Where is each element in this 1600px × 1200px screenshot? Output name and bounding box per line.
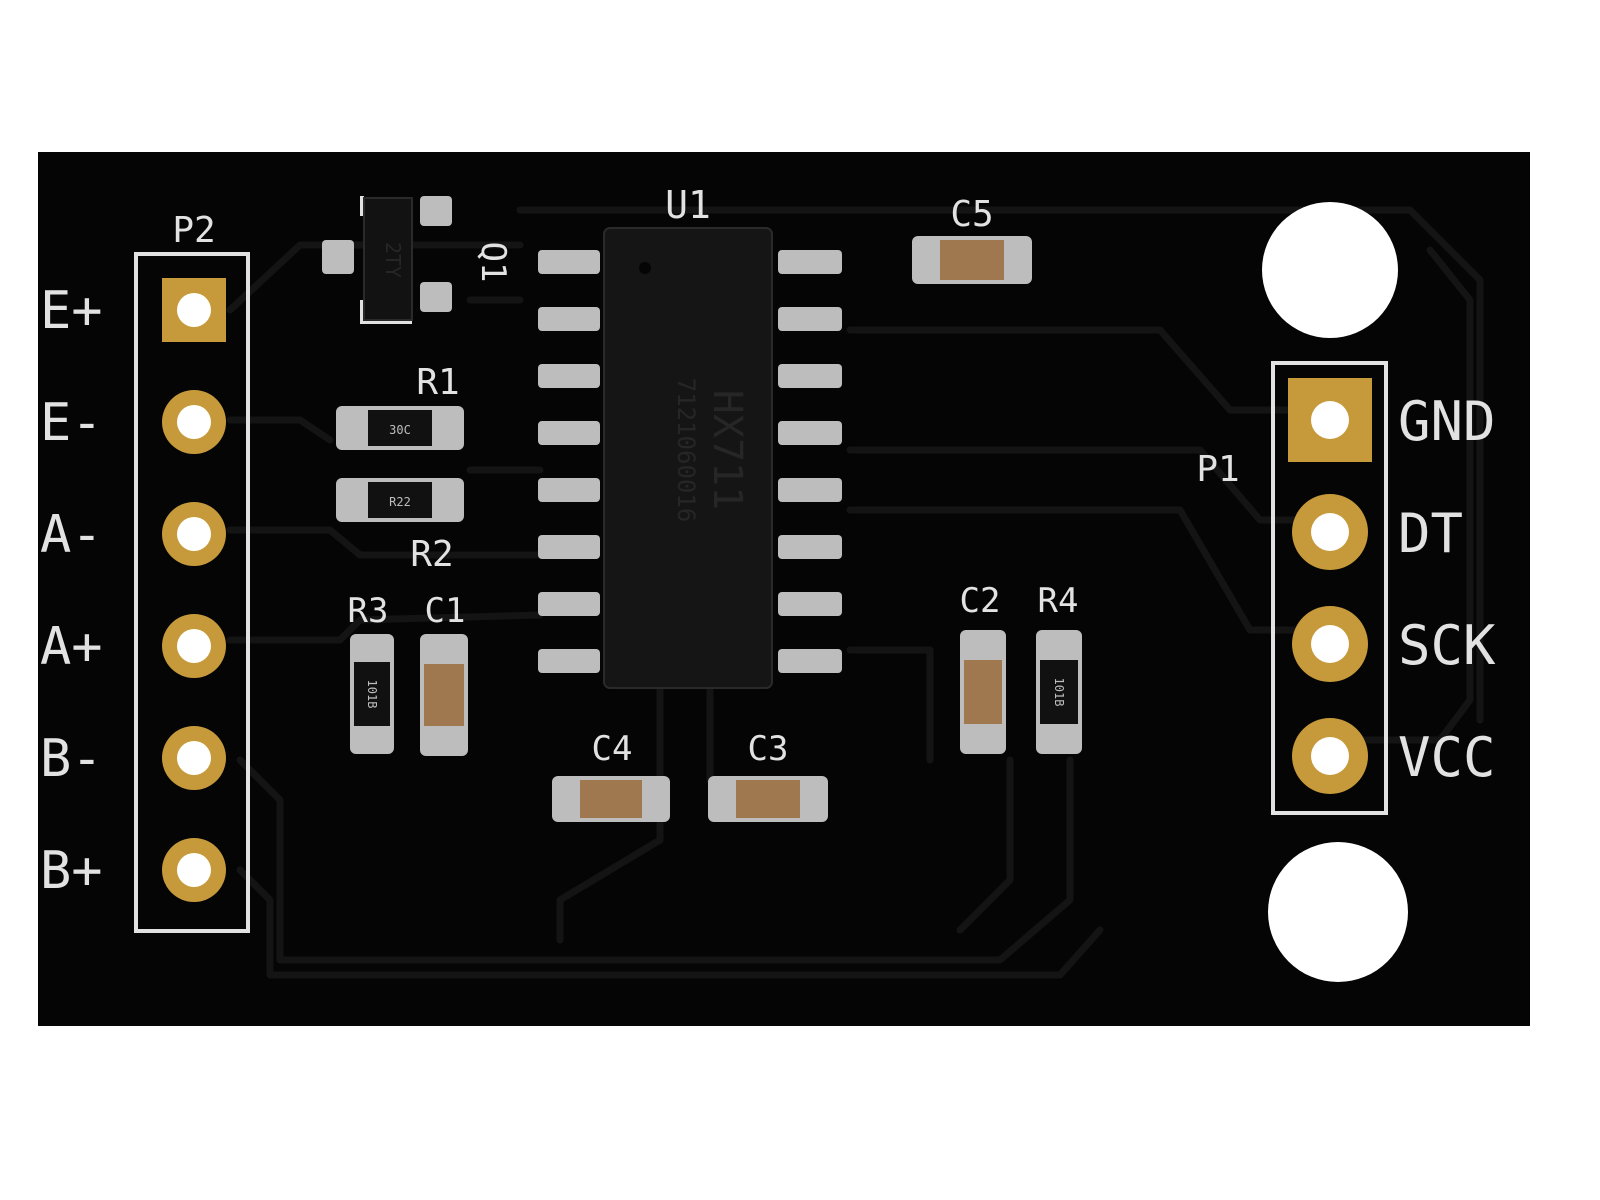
c2-ref: C2 [960, 581, 1001, 621]
r2-ref: R2 [410, 534, 453, 575]
copper-traces [226, 206, 1484, 979]
c5-ref: C5 [950, 194, 993, 235]
c4-ref: C4 [592, 729, 633, 769]
u1-chip-body [603, 227, 773, 689]
p1-pin-label: DT [1398, 502, 1463, 565]
p2-ref: P2 [172, 210, 215, 251]
p2-pad-hole [177, 405, 211, 439]
u1-pad-right [778, 535, 842, 559]
u1-pad-left [538, 364, 600, 388]
p2-silk-outline [134, 252, 250, 933]
p2-pin-label: E- [40, 393, 103, 453]
mounting-hole-top [1262, 202, 1398, 338]
q1-pad-bottom-right [420, 282, 452, 312]
u1-pad-right [778, 649, 842, 673]
q1-pad-top-right [420, 196, 452, 226]
p2-pad-hole [177, 293, 211, 327]
p2-pad-hole [177, 629, 211, 663]
p2-pin-label: E+ [40, 281, 103, 341]
u1-pad-left [538, 307, 600, 331]
p2-pad-hole [177, 741, 211, 775]
q1-silk-outline [360, 196, 412, 324]
r3-marking: 101B [365, 680, 379, 709]
r3-body [354, 662, 390, 726]
u1-pad-left [538, 421, 600, 445]
c4-body [580, 780, 642, 818]
p1-pin-label: VCC [1398, 726, 1496, 789]
u1-pad-left [538, 478, 600, 502]
mounting-hole-bottom [1268, 842, 1408, 982]
r2-body [368, 482, 432, 518]
u1-pad-right [778, 421, 842, 445]
p1-pin-label: SCK [1398, 614, 1496, 677]
c3-body [736, 780, 800, 818]
c3-ref: C3 [748, 729, 789, 769]
p1-pin-label: GND [1398, 390, 1496, 453]
q1-pad-left [322, 240, 354, 274]
r4-marking: 101B [1052, 678, 1066, 707]
p2-pin-label: A- [40, 505, 103, 565]
q1-body [363, 197, 413, 321]
p1-pad-hole [1311, 625, 1349, 663]
q1-marking: 2TY [381, 242, 405, 278]
p2-pad-hole [177, 517, 211, 551]
p1-pad-hole [1311, 513, 1349, 551]
u1-pin1-dot [639, 262, 651, 274]
p2-pin-label: B- [40, 729, 103, 789]
p1-ref: P1 [1196, 449, 1239, 490]
u1-pad-group [538, 250, 842, 673]
r3-ref: R3 [348, 591, 389, 631]
c1-ref: C1 [425, 591, 466, 631]
r4-body [1040, 660, 1078, 724]
u1-pad-left [538, 649, 600, 673]
r1-ref: R1 [416, 362, 459, 403]
p1-pin-group: GND DT SCK VCC [1288, 378, 1496, 794]
u1-pad-left [538, 592, 600, 616]
p2-pad-hole [177, 853, 211, 887]
q1-ref: Q1 [473, 242, 513, 283]
u1-pad-right [778, 364, 842, 388]
u1-pad-left [538, 535, 600, 559]
u1-pad-left [538, 250, 600, 274]
p1-silk-outline [1271, 361, 1388, 815]
u1-ref: U1 [665, 183, 711, 227]
p2-pin-group: E+ E- A- A+ B- B+ [40, 278, 226, 902]
u1-marking-line2: 7121060016 [672, 378, 700, 523]
u1-pad-right [778, 478, 842, 502]
u1-pad-right [778, 307, 842, 331]
p1-pad-hole [1311, 401, 1349, 439]
p2-pin-label: A+ [40, 617, 103, 677]
u1-marking-line1: HX711 [704, 390, 750, 510]
u1-pad-right [778, 250, 842, 274]
r1-marking: 30C [389, 423, 411, 437]
p1-pad-hole [1311, 737, 1349, 775]
u1-pad-right [778, 592, 842, 616]
p2-pin-label: B+ [40, 841, 103, 901]
c1-body [424, 664, 464, 726]
r4-ref: R4 [1038, 581, 1079, 621]
c2-body [964, 660, 1002, 724]
r1-body [368, 410, 432, 446]
r2-marking: R22 [389, 495, 411, 509]
c5-body [940, 240, 1004, 280]
